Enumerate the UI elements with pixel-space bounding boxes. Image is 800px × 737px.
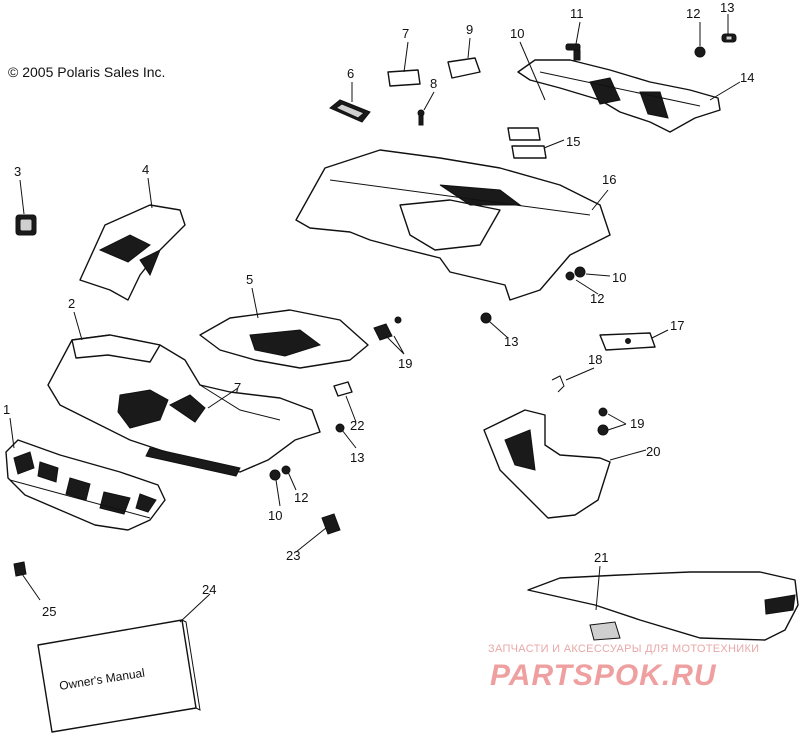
callout-12-top: 12	[686, 6, 700, 21]
callout-8: 8	[430, 76, 437, 91]
part-21-seat	[527, 571, 799, 641]
callout-5: 5	[246, 272, 253, 287]
part-12-nut-mid	[565, 271, 575, 281]
part-5-tray	[199, 309, 369, 369]
callout-7: 7	[234, 380, 241, 395]
callout-7-reflector: 7	[402, 26, 409, 41]
callout-19-mid: 19	[398, 356, 412, 371]
callout-25: 25	[42, 604, 56, 619]
part-13-screw-mid	[480, 312, 492, 324]
callout-18: 18	[588, 352, 602, 367]
part-20-fender-flap	[483, 409, 611, 519]
part-22-bolt	[333, 381, 353, 397]
part-24-owners-manual: Owner's Manual	[37, 619, 201, 733]
callout-1: 1	[3, 402, 10, 417]
callout-14: 14	[740, 70, 754, 85]
callout-10-top: 10	[510, 26, 524, 41]
part-2-front-cab	[47, 334, 321, 477]
callout-16: 16	[602, 172, 616, 187]
callout-4: 4	[142, 162, 149, 177]
part-8-screw	[417, 109, 425, 126]
part-17-plate	[599, 332, 656, 351]
callout-13-lower: 13	[350, 450, 364, 465]
callout-9: 9	[466, 22, 473, 37]
callout-12-lower: 12	[294, 490, 308, 505]
watermark-tagline: ЗАПЧАСТИ И АКСЕССУАРЫ ДЛЯ МОТОТЕХНИКИ	[488, 643, 759, 655]
callout-17: 17	[670, 318, 684, 333]
callout-2: 2	[68, 296, 75, 311]
part-23-screw	[321, 513, 341, 535]
part-7-reflector	[387, 69, 421, 87]
callout-22: 22	[350, 418, 364, 433]
callout-13-top: 13	[720, 0, 734, 15]
part-12-nut-top	[694, 46, 706, 58]
part-19-fastener-right	[597, 407, 609, 436]
callout-13-mid: 13	[504, 334, 518, 349]
part-18-clip	[551, 375, 565, 393]
part-15-pads	[507, 127, 547, 159]
callout-6: 6	[347, 66, 354, 81]
callout-19-right: 19	[630, 416, 644, 431]
part-6-bracket	[329, 99, 371, 123]
callout-12-mid: 12	[590, 291, 604, 306]
part-25-clip	[13, 561, 27, 577]
leader-lines	[9, 14, 741, 623]
part-10-nut-lower	[269, 469, 281, 481]
part-19-fastener-mid	[373, 316, 402, 341]
callout-15: 15	[566, 134, 580, 149]
callout-numbers: 1 2 3 4 5 6 7 8 9 7 10 11 12 13 14 15 16…	[3, 0, 754, 619]
part-9-pad	[447, 57, 481, 79]
callout-20: 20	[646, 444, 660, 459]
callout-3: 3	[14, 164, 21, 179]
part-3-clip	[15, 214, 37, 236]
part-16-rear-cab	[295, 149, 611, 301]
callout-10-mid: 10	[612, 270, 626, 285]
part-13-screw-top	[721, 33, 737, 43]
callout-21: 21	[594, 550, 608, 565]
part-10-nut-mid	[574, 266, 586, 278]
part-4-side-panel	[79, 204, 186, 301]
callout-10-lower: 10	[268, 508, 282, 523]
callout-11: 11	[570, 6, 584, 21]
callout-23: 23	[286, 548, 300, 563]
part-1-front-grille	[5, 439, 166, 531]
watermark-logo: PARTSPOK.RU	[490, 659, 717, 692]
part-14-rear-rail	[517, 59, 721, 133]
callout-24: 24	[202, 582, 216, 597]
part-11-bolt	[565, 43, 581, 61]
watermark: ЗАПЧАСТИ И АКСЕССУАРЫ ДЛЯ МОТОТЕХНИКИ PA…	[488, 643, 759, 692]
copyright-notice: © 2005 Polaris Sales Inc.	[8, 64, 166, 80]
